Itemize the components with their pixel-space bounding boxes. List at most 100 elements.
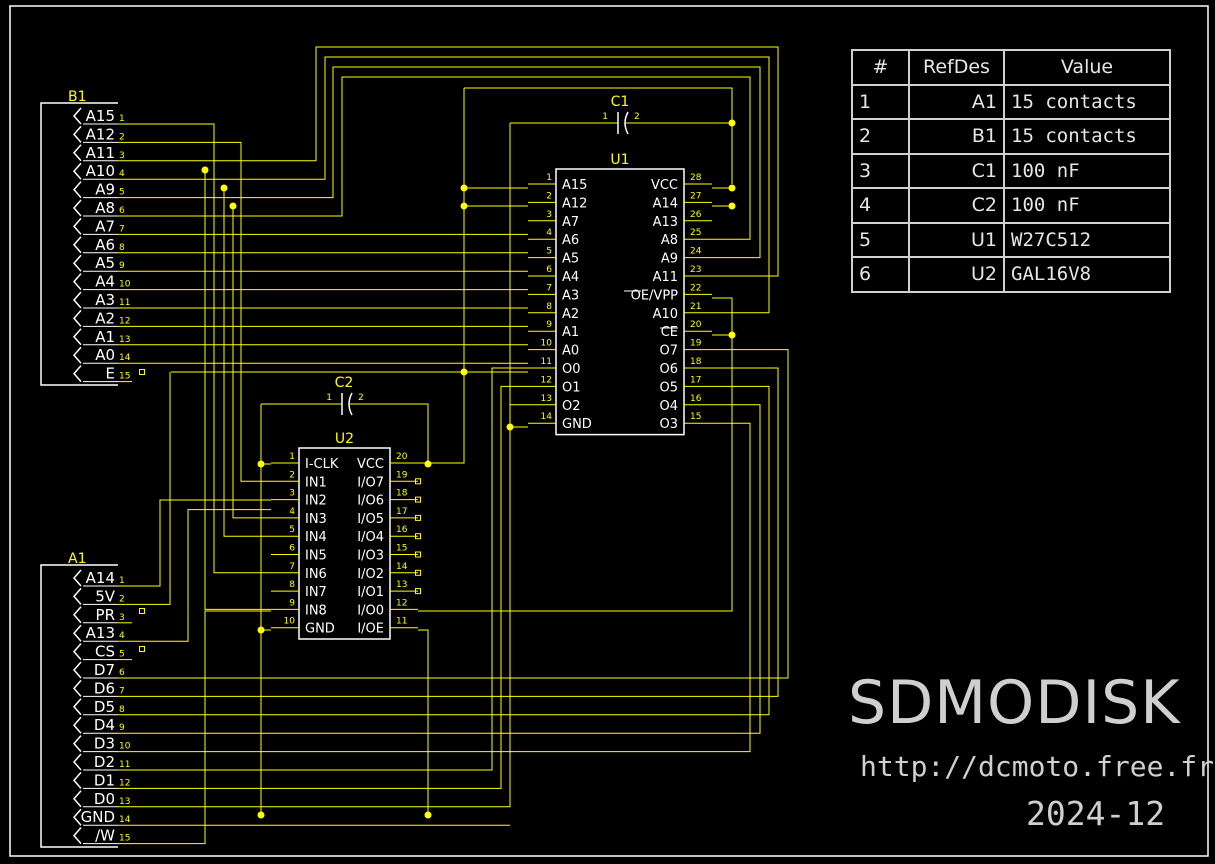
wire xyxy=(418,88,465,464)
contact-chevron xyxy=(73,144,82,162)
pin-label: IN6 xyxy=(305,567,327,582)
connector-refdes: B1 xyxy=(68,89,87,105)
pin-number: 15 xyxy=(396,544,407,554)
wire xyxy=(464,87,733,184)
pin-number: 7 xyxy=(119,224,125,234)
pin-number: 1 xyxy=(326,393,332,403)
pin-label: O1 xyxy=(562,380,581,395)
pin-number: 3 xyxy=(119,151,125,161)
pin-number: 18 xyxy=(690,357,702,367)
contact-label: A7 xyxy=(95,217,115,235)
bom-cell-refdes: U1 xyxy=(908,221,1005,258)
connector-outline xyxy=(40,102,118,386)
contact-chevron xyxy=(73,661,82,679)
pin-number: 24 xyxy=(690,247,702,257)
bom-cell-index: 5 xyxy=(851,221,910,258)
contact-chevron xyxy=(73,771,82,789)
contact-label: A2 xyxy=(95,309,115,327)
contact-chevron xyxy=(73,236,82,254)
pin-label: A7 xyxy=(562,215,579,230)
pin-label: A12 xyxy=(562,196,587,211)
pin-number: 12 xyxy=(396,598,407,608)
pin-number: 4 xyxy=(546,228,552,238)
pin-number: 19 xyxy=(396,470,408,480)
pin-number: 11 xyxy=(119,760,130,770)
contact-label: D3 xyxy=(94,735,115,753)
pin-label: O0 xyxy=(562,362,581,377)
contact-label: D6 xyxy=(94,679,115,697)
pin-number: 1 xyxy=(119,576,125,586)
pin-number: 10 xyxy=(119,280,131,290)
pin-label: IN4 xyxy=(305,530,327,545)
contact-chevron xyxy=(73,679,82,697)
wire xyxy=(118,385,770,716)
pin-number: 2 xyxy=(358,393,364,403)
wire xyxy=(118,422,751,753)
contact-label: D5 xyxy=(94,698,115,716)
contact-chevron xyxy=(73,309,82,327)
bom-cell-refdes: U2 xyxy=(908,256,1005,293)
pin-number: 8 xyxy=(119,243,125,253)
contact-chevron xyxy=(73,569,82,587)
pin-number: 17 xyxy=(396,507,407,517)
pin-number: 10 xyxy=(284,617,296,627)
pin-number: 9 xyxy=(119,261,125,271)
contact-label: /W xyxy=(95,827,115,845)
pin-label: A8 xyxy=(661,233,678,248)
pin-number: 1 xyxy=(546,173,552,183)
wire xyxy=(118,367,528,771)
pin-number: 14 xyxy=(396,562,408,572)
pin-label: O2 xyxy=(562,399,581,414)
contact-chevron xyxy=(73,125,82,143)
contact-label: D0 xyxy=(94,790,115,808)
bom-cell-index: 2 xyxy=(851,118,910,155)
pin-number: 2 xyxy=(119,132,125,142)
pin-number: 7 xyxy=(289,562,295,572)
pin-number: 5 xyxy=(119,650,125,660)
pin-number: 14 xyxy=(119,815,131,825)
pin-label: I/O5 xyxy=(357,512,384,527)
wire xyxy=(232,206,271,519)
pin-number: 15 xyxy=(690,412,701,422)
pin-number: 6 xyxy=(119,668,125,678)
contact-chevron xyxy=(73,716,82,734)
pin-number: 3 xyxy=(119,613,125,623)
bom-cell-index: 6 xyxy=(851,256,910,293)
pin-number: 2 xyxy=(546,191,552,201)
cap-refdes: C1 xyxy=(611,94,630,110)
bom-header-index: # xyxy=(851,49,910,86)
wire xyxy=(118,499,271,587)
pin-number: 13 xyxy=(119,335,130,345)
pin-number: 2 xyxy=(289,470,295,480)
bom-cell-index: 1 xyxy=(851,83,910,120)
pin-label: IN7 xyxy=(305,585,327,600)
pin-number: 13 xyxy=(119,797,130,807)
contact-label: D7 xyxy=(94,661,115,679)
ic-refdes: U1 xyxy=(610,152,629,168)
contact-label: A8 xyxy=(95,199,115,217)
contact-chevron xyxy=(73,606,82,624)
pin-number: 19 xyxy=(690,339,702,349)
pin-number: 16 xyxy=(690,394,702,404)
pin-number: 18 xyxy=(396,489,408,499)
bom-cell-refdes: B1 xyxy=(908,118,1005,155)
contact-chevron xyxy=(73,181,82,199)
pin-number: 12 xyxy=(119,316,130,326)
pin-number: 1 xyxy=(119,114,125,124)
ic-body xyxy=(555,168,685,436)
contact-chevron xyxy=(73,790,82,808)
wire xyxy=(509,123,528,428)
bom-cell-refdes: C1 xyxy=(908,152,1005,189)
contact-label: D1 xyxy=(94,771,115,789)
contact-chevron xyxy=(73,808,82,826)
ic-refdes: U2 xyxy=(335,431,354,447)
contact-chevron xyxy=(73,199,82,217)
pin-label: I/O7 xyxy=(357,475,384,490)
contact-chevron xyxy=(73,346,82,364)
